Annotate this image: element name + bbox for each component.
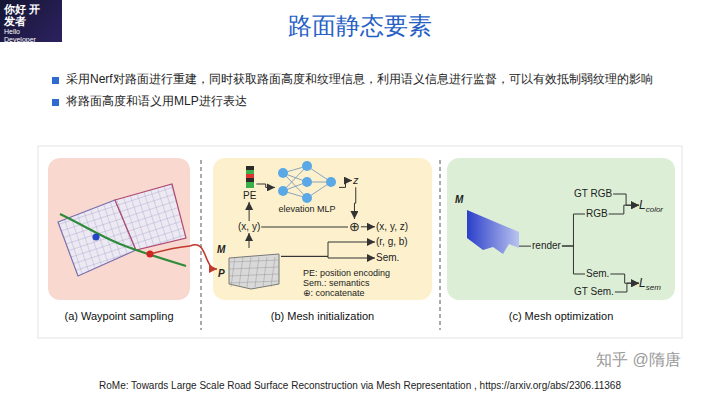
connector: [615, 283, 639, 292]
watermark: 知乎 @隋唐: [596, 350, 681, 369]
panel-caption: (c) Mesh optimization: [427, 310, 695, 323]
node-box: Lsem: [639, 276, 661, 290]
connector: [249, 233, 250, 248]
pe-label: PE: [243, 190, 256, 202]
loss-symbol: L: [639, 276, 646, 290]
bullet-text: 将路面高度和语义用MLP进行表达: [66, 94, 247, 108]
panel: (b) Mesh initializationPEelevation MLPz(…: [213, 158, 432, 300]
panel: (a) Waypoint sampling: [48, 158, 190, 300]
panel-caption: (a) Waypoint sampling: [28, 310, 210, 323]
node-box: Sem.: [585, 268, 610, 280]
node-text: RGB: [586, 208, 608, 220]
connector: [261, 227, 348, 228]
panel-ground: [48, 158, 190, 300]
connector: [354, 187, 355, 219]
loss-subscript: color: [646, 205, 663, 215]
loss-subscript: sem: [646, 283, 661, 293]
node-box: render: [531, 240, 562, 252]
node-text: (r, g, b): [376, 236, 408, 248]
mlp-network: [275, 160, 339, 204]
node-box: GT Sem.: [573, 286, 615, 298]
node-box: (x, y, z): [375, 221, 409, 233]
node-box: Lcolor: [639, 198, 663, 212]
logo-text: 你好 开发者: [4, 3, 44, 27]
connector: [609, 205, 639, 214]
connector: [562, 246, 585, 274]
sample-link: [150, 246, 190, 254]
connector: [610, 274, 639, 283]
node-text: ⊕: [349, 219, 360, 235]
node-box: RGB: [585, 208, 609, 220]
connector: [519, 246, 531, 247]
node-box: GT RGB: [573, 188, 613, 200]
panel-caption: (b) Mesh initialization: [193, 310, 452, 323]
reference: RoMe: Towards Large Scale Road Surface R…: [0, 380, 720, 392]
node-box: (r, g, b): [375, 236, 409, 248]
node-text: GT RGB: [574, 188, 612, 200]
connector: [249, 202, 250, 221]
node-box: MP: [217, 248, 281, 290]
mesh-label: M: [217, 244, 225, 256]
connector: [281, 242, 375, 256]
bullet-square: [52, 99, 59, 106]
bullet-text: 采用Nerf对路面进行重建，同时获取路面高度和纹理信息，利用语义信息进行监督，可…: [66, 72, 653, 86]
node-text: z: [353, 174, 359, 187]
bullet-square: [52, 77, 59, 84]
mesh-render: [453, 198, 519, 256]
dashed-separator: [201, 160, 202, 330]
mesh-patch: [217, 248, 281, 290]
node-text: (x, y, z): [376, 221, 408, 233]
mesh-label: M: [455, 194, 463, 206]
node-box: z: [352, 174, 360, 187]
node-box: M: [453, 198, 519, 256]
connector: [256, 184, 275, 187]
connector: [339, 181, 352, 188]
logo-subtext: Hello Developer: [4, 28, 48, 43]
node-box: ⊕: [348, 219, 361, 235]
figure-frame: [38, 146, 682, 338]
panel-ground: [447, 158, 675, 300]
node-text: render: [532, 240, 561, 252]
logo-box: 你好 开发者Hello Developer: [0, 0, 62, 42]
road-grid: [115, 184, 186, 250]
node-box: PE: [243, 166, 256, 202]
loss-symbol: L: [639, 198, 646, 212]
slide-title: 路面静态要素: [0, 10, 720, 41]
waypoint-dot: [93, 234, 100, 241]
connector: [613, 194, 639, 205]
node-box: elevation MLP: [275, 160, 339, 215]
connector: [190, 245, 217, 269]
node-text: Sem.: [586, 268, 609, 280]
point-label: P: [218, 268, 225, 280]
legend-note: Sem.: semantics: [303, 278, 370, 289]
panel: (c) Mesh optimizationMrenderGT RGBRGBLco…: [447, 158, 675, 300]
node-text: Sem.: [376, 252, 399, 264]
waypoint-path: [60, 214, 186, 266]
mlp-label: elevation MLP: [278, 204, 335, 215]
node-box: (x, y): [237, 221, 261, 233]
encoding-bar: [246, 166, 254, 188]
connector: [562, 214, 585, 246]
node-text: (x, y): [238, 221, 260, 233]
connector: [361, 226, 375, 227]
panel-ground: [213, 158, 432, 300]
node-box: Sem.: [375, 252, 400, 264]
dashed-separator: [440, 160, 441, 330]
legend-note: PE: position encoding: [303, 268, 390, 279]
node-text: GT Sem.: [574, 286, 614, 298]
connector: [281, 256, 375, 258]
legend-note: ⊕: concatenate: [303, 288, 365, 299]
